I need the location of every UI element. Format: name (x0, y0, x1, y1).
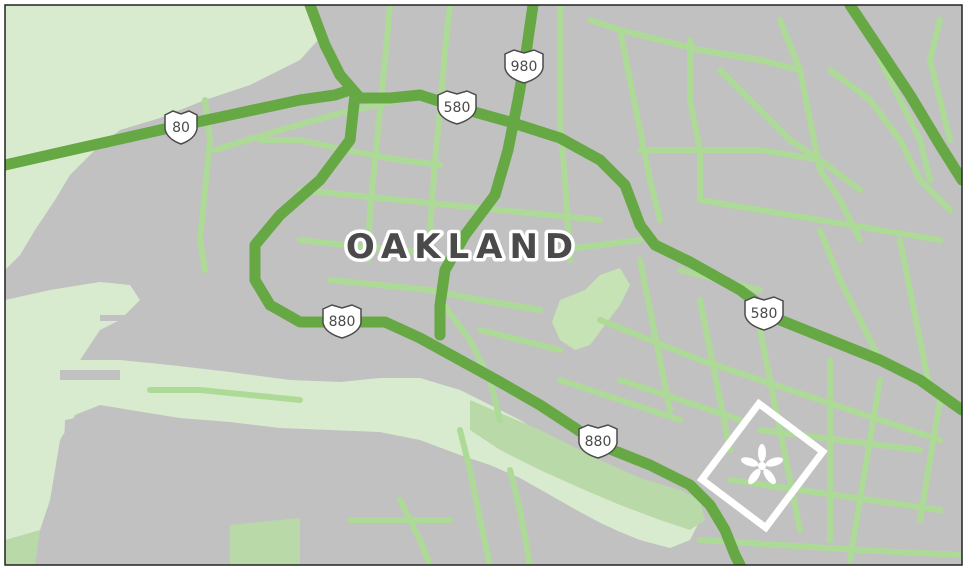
park-area (5, 530, 40, 565)
shield-880-north[interactable]: 880 (322, 304, 362, 339)
asterisk-icon (740, 444, 784, 485)
shield-label: 980 (511, 59, 538, 75)
pier (60, 370, 120, 380)
shield-880-south[interactable]: 880 (578, 424, 618, 459)
lake-merritt (552, 268, 630, 350)
shield-label: 880 (585, 434, 612, 450)
freeway-northeast (844, 5, 962, 186)
park-area (470, 400, 705, 530)
shield-80[interactable]: 80 (164, 110, 198, 145)
shield-label: 580 (444, 100, 471, 116)
site-outline (696, 398, 828, 533)
freeway-580 (304, 5, 962, 416)
shield-label: 80 (172, 120, 190, 136)
park-area (230, 518, 300, 565)
street-network (147, 5, 962, 565)
shield-label: 880 (329, 314, 356, 330)
estuary-water (5, 282, 700, 565)
pier (100, 330, 140, 336)
bay-water (5, 5, 318, 270)
city-label: OAKLAND (346, 227, 580, 267)
shield-580-east[interactable]: 580 (744, 296, 784, 331)
map-border (4, 4, 963, 566)
pier (100, 315, 140, 321)
shield-580[interactable]: 580 (437, 90, 477, 125)
city-label-outline: OAKLAND (346, 227, 580, 267)
freeway-80 (5, 84, 356, 171)
alameda-island (60, 412, 690, 565)
shield-980[interactable]: 980 (504, 49, 544, 84)
shield-label: 580 (751, 306, 778, 322)
project-site-marker[interactable] (696, 398, 828, 533)
freeway-880 (249, 89, 746, 565)
